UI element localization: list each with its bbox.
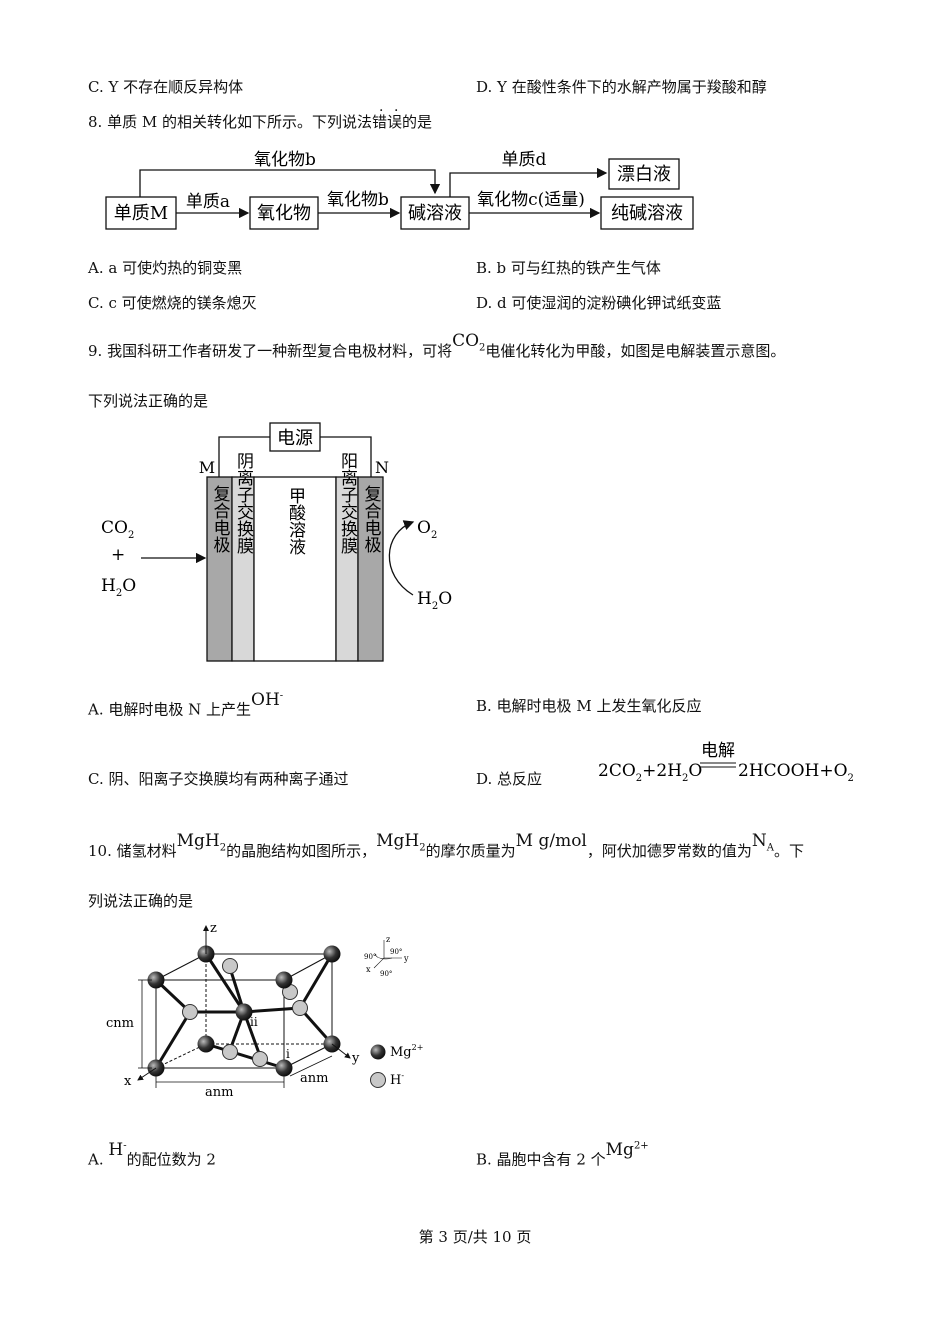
h-ion — [222, 958, 238, 974]
mg-ion — [197, 1035, 215, 1053]
q10-stem-line2: 列说法正确的是 — [88, 892, 194, 910]
avogadro-symbol: NA — [751, 831, 774, 854]
page-footer: 第 3 页/共 10 页 — [418, 1228, 532, 1246]
equation-condition: 电解 — [701, 741, 735, 761]
box-alkali — [400, 196, 470, 230]
q9-equation: 2CO2+2H2O 电解 2HCOOH+O2 — [598, 741, 854, 784]
h-ion — [292, 1000, 308, 1016]
magnesium-ion: Mg2+ — [605, 1139, 649, 1160]
label-single-a: 单质a — [186, 192, 230, 212]
q8-option-a: A. a 可使灼热的铜变黑 — [88, 259, 243, 277]
h-ion — [182, 1004, 198, 1020]
formic-acid-solution — [253, 476, 337, 662]
mg-ion — [235, 1003, 253, 1021]
h-ion — [222, 1044, 238, 1060]
q9-stem-line2: 下列说法正确的是 — [88, 392, 209, 410]
q8-option-b: B. b 可与红热的铁产生气体 — [476, 259, 661, 277]
label-bleach: 漂白液 — [617, 164, 671, 185]
hydride-ion: H- — [108, 1139, 127, 1160]
box-soda — [600, 196, 694, 230]
label-single-d: 单质d — [502, 150, 547, 170]
mg-ion — [275, 1059, 293, 1077]
q10-crystal-diagram: z y x cnm anm anm ii i z y x 90° 90° 90°… — [106, 921, 423, 1100]
mini-axis-y: y — [403, 954, 409, 963]
reactant-h2o-right: H2O — [417, 589, 452, 612]
mini-angle-3: 90° — [380, 970, 392, 978]
dim-c: cnm — [106, 1016, 134, 1031]
label-oxide: 氧化物 — [257, 203, 311, 224]
box-bleach — [608, 158, 680, 190]
q10-option-b: B. 晶胞中含有 2 个Mg2+ — [476, 1139, 649, 1169]
legend-h-icon — [370, 1072, 386, 1088]
label-oxide-b-top: 氧化物b — [254, 150, 316, 170]
dim-a2: anm — [300, 1071, 328, 1086]
dim-a1: anm — [205, 1085, 233, 1100]
q9-option-d-label: D. 总反应 — [476, 770, 543, 788]
label-single-m: 单质M — [114, 203, 168, 224]
electrode-m-label: M — [199, 458, 215, 477]
label-i: i — [286, 1047, 290, 1061]
power-source-box — [269, 422, 321, 452]
legend-mg-icon — [370, 1044, 386, 1060]
label-alkali: 碱溶液 — [408, 203, 462, 224]
q7-option-c: C. Y 不存在顺反异构体 — [88, 78, 244, 96]
mini-angle-1: 90° — [364, 953, 376, 961]
box-oxide — [249, 196, 319, 230]
q10-option-a: A. H-的配位数为 2 — [88, 1139, 216, 1169]
left-electrode-label: 复合电极 — [210, 485, 231, 553]
q10-stem: 10. 储氢材料MgH2的晶胞结构如图所示，MgH2的摩尔质量为M g/mol，… — [88, 831, 805, 860]
label-oxide-b: 氧化物b — [327, 190, 389, 210]
anion-membrane-label: 阴离子交换膜 — [233, 452, 254, 555]
q7-option-d: D. Y 在酸性条件下的水解产物属于羧酸和醇 — [476, 78, 767, 96]
h-ion — [252, 1051, 268, 1067]
mgh2-formula-2: MgH2 — [376, 831, 426, 854]
power-source-label: 电源 — [277, 428, 313, 449]
axis-x: x — [124, 1074, 132, 1089]
product-o2: O2 — [417, 518, 437, 541]
mini-axis-x: x — [366, 965, 371, 974]
axis-y: y — [351, 1051, 360, 1066]
reactant-plus: + — [111, 545, 125, 565]
legend-h-label: H- — [390, 1071, 404, 1088]
q9-option-a: A. 电解时电极 N 上产生OH- — [88, 689, 284, 719]
axis-z: z — [210, 921, 217, 936]
q8-stem: 8. 单质 M 的相关转化如下所示。下列说法··错误的是 — [88, 103, 433, 131]
solution-label: 甲酸溶液 — [285, 487, 306, 555]
electrode-n-label: N — [375, 458, 389, 477]
cation-membrane-label: 阳离子交换膜 — [337, 452, 358, 555]
emphasis-text: ··错误 — [371, 103, 402, 131]
mg-ion — [323, 945, 341, 963]
reactant-co2: CO2 — [101, 518, 134, 541]
mg-ion — [147, 971, 165, 989]
mgh2-formula: MgH2 — [176, 831, 227, 854]
box-single-m — [105, 196, 177, 230]
label-ii: ii — [250, 1015, 258, 1029]
right-electrode-label: 复合电极 — [361, 485, 382, 553]
label-oxide-c: 氧化物c(适量) — [477, 190, 585, 210]
reactant-h2o: H2O — [101, 576, 136, 599]
svg-text:2CO2+2H2O: 2CO2+2H2O — [598, 761, 702, 784]
q9-electrolysis-diagram: 电源 M N 复合电极 阴离子交换膜 甲酸溶液 阳离子交换膜 复合电极 CO2 … — [101, 422, 452, 662]
label-soda: 纯碱溶液 — [611, 203, 683, 224]
legend-mg-label: Mg2+ — [390, 1043, 423, 1060]
right-electrode — [357, 476, 384, 662]
mini-axis-z: z — [386, 935, 390, 944]
mini-angle-2: 90° — [390, 948, 402, 956]
svg-text:2HCOOH+O2: 2HCOOH+O2 — [738, 761, 854, 784]
q8-option-d: D. d 可使湿润的淀粉碘化钾试纸变蓝 — [476, 294, 722, 312]
q8-option-c: C. c 可使燃烧的镁条熄灭 — [88, 294, 257, 312]
molar-mass: M g/mol — [515, 831, 587, 851]
q9-option-b: B. 电解时电极 M 上发生氧化反应 — [476, 697, 702, 715]
hydroxide-ion: OH- — [251, 689, 284, 710]
mg-ion — [275, 971, 293, 989]
q9-stem: 9. 我国科研工作者研发了一种新型复合电极材料，可将CO2电催化转化为甲酸，如图… — [88, 331, 786, 360]
co2-formula: CO2 — [452, 331, 486, 354]
q8-flow-diagram: 单质M 氧化物 碱溶液 漂白液 纯碱溶液 单质a 氧化物b 氧化物b 单质d 氧… — [105, 150, 694, 230]
q9-option-c: C. 阴、阳离子交换膜均有两种离子通过 — [88, 770, 349, 788]
